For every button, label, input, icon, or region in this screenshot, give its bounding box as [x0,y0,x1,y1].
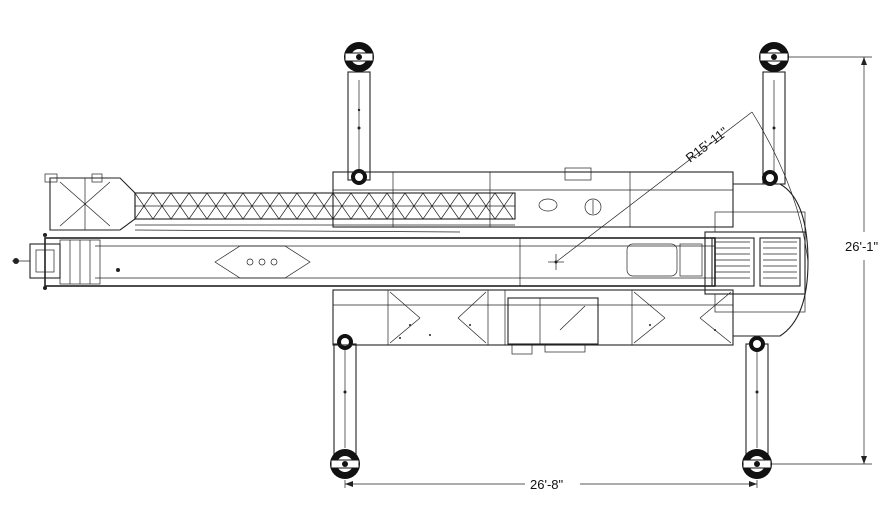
width-label: 26'-8" [530,477,564,492]
outrigger-pad-rear-upper [344,42,374,72]
telescopic-boom [44,237,716,287]
outrigger-beam-front-lower [745,343,769,455]
boom-tip-hook-block [12,233,101,290]
outrigger-pad-rear-lower [330,449,360,479]
outrigger-beam-front-upper [762,71,786,185]
radius-label: R15'-11" [683,124,731,166]
lattice-jib [44,173,516,233]
height-dimension: 26'-1" [772,56,879,465]
jack-cylinders [337,169,778,352]
carrier-upper-deck [332,167,734,228]
swing-radius-annotation: R15'-11" [555,111,809,263]
carrier-lower-deck [332,289,734,355]
outrigger-beam-rear-lower [333,343,357,455]
outrigger-pad-front-upper [759,42,789,72]
height-label: 26'-1" [845,239,879,254]
turntable-counterweight [626,183,809,337]
width-dimension: 26'-8" [344,477,758,492]
outrigger-pad-front-lower [742,449,772,479]
outrigger-beam-rear-upper [347,71,371,181]
